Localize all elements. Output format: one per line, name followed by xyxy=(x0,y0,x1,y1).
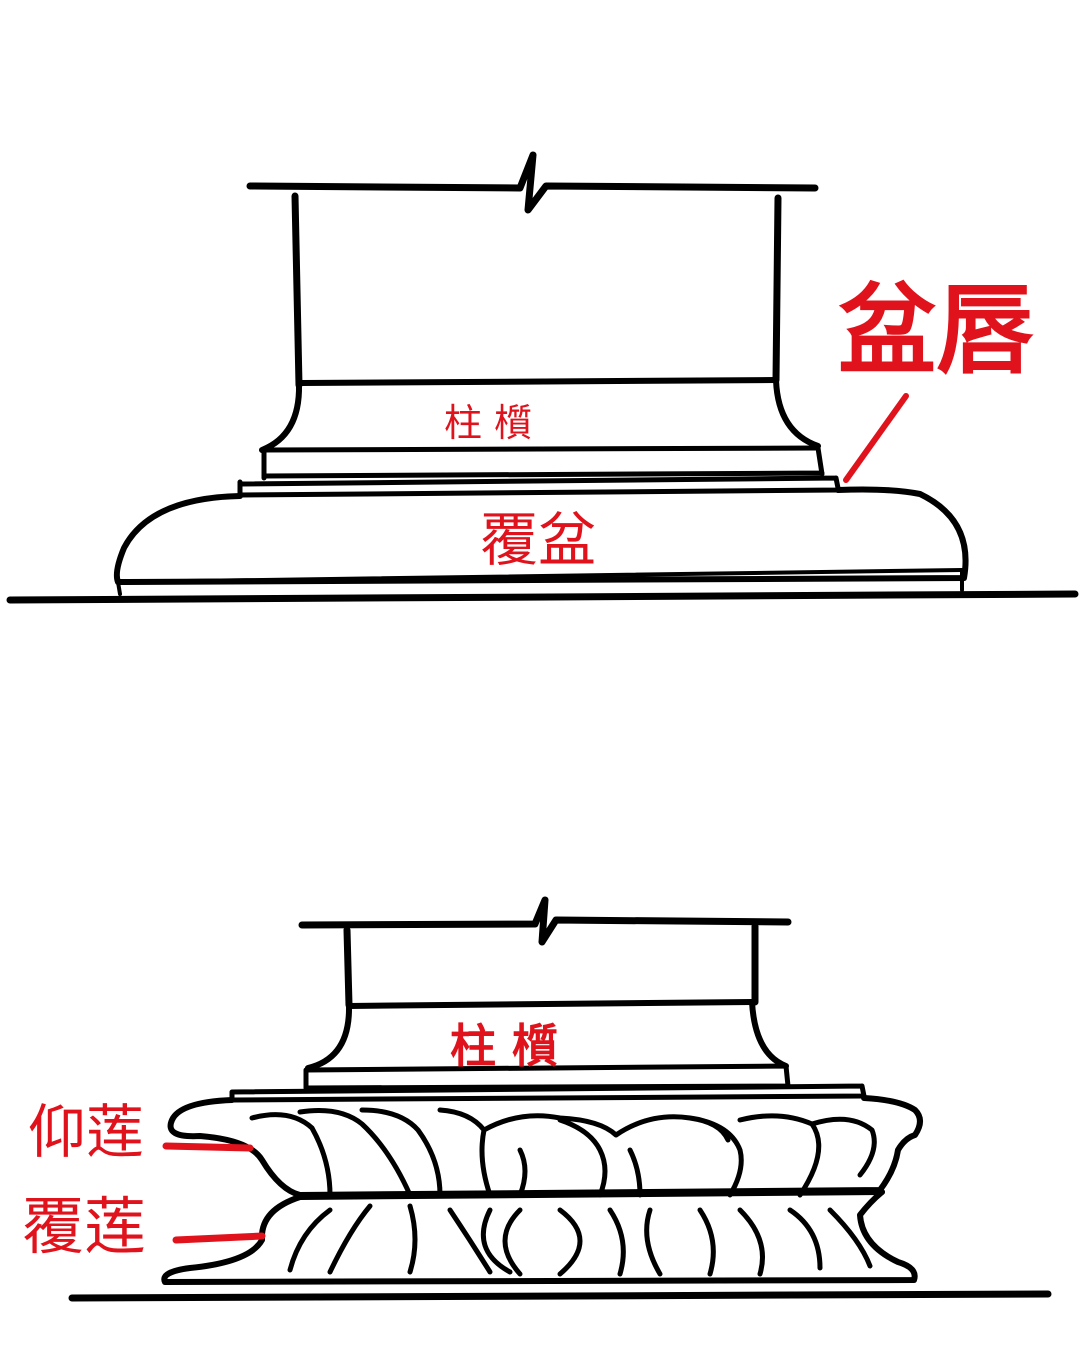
upper-zhi-bottom-line xyxy=(259,445,821,453)
upper-top-line-with-break xyxy=(246,151,819,214)
label-column-base-lower: 柱 櫍 xyxy=(450,1019,558,1073)
upper-basin-lip xyxy=(237,475,841,499)
upper-zhi-left-flare xyxy=(259,382,303,453)
upper-ground-line xyxy=(6,590,1079,604)
upper-basin-plinth xyxy=(116,568,964,596)
label-column-base-upper: 柱 櫍 xyxy=(444,401,532,445)
lower-diagram: 柱 櫍 仰莲 覆莲 xyxy=(22,896,1052,1302)
lower-zhi-plinth xyxy=(303,1063,791,1091)
upper-column-right-edge xyxy=(772,194,782,384)
label-lip-leader xyxy=(843,393,909,483)
upper-diagram: 盆唇 柱 櫍 覆盆 xyxy=(6,151,1079,604)
label-inverted-basin: 覆盆 xyxy=(480,506,596,574)
upper-plinth-step xyxy=(261,445,825,481)
upper-column-bottom-line xyxy=(299,377,779,386)
inverted-lotus-outline xyxy=(161,1189,918,1285)
label-lip: 盆唇 xyxy=(838,274,1034,388)
lower-column-bottom-line xyxy=(346,999,755,1009)
lower-ground-line xyxy=(68,1290,1052,1302)
label-upturned-lotus-leader xyxy=(162,1142,254,1152)
lotus-divider-line xyxy=(297,1189,885,1200)
label-upturned-lotus: 仰莲 xyxy=(28,1098,144,1166)
upturned-lotus-petals xyxy=(249,1107,877,1198)
upper-column-left-edge xyxy=(291,192,303,389)
lower-top-slab xyxy=(229,1083,867,1103)
lower-top-line-with-break xyxy=(298,896,792,946)
lower-zhi-left-flare xyxy=(305,1003,353,1071)
label-inverted-lotus: 覆莲 xyxy=(22,1190,146,1263)
upper-zhi-right-flare xyxy=(773,377,821,449)
lower-column-left-edge xyxy=(343,926,353,1009)
lower-zhi-right-flare xyxy=(749,999,789,1069)
label-inverted-lotus-leader xyxy=(172,1232,266,1244)
inverted-lotus-petals xyxy=(287,1203,873,1277)
upper-basin-base-line xyxy=(116,568,964,584)
